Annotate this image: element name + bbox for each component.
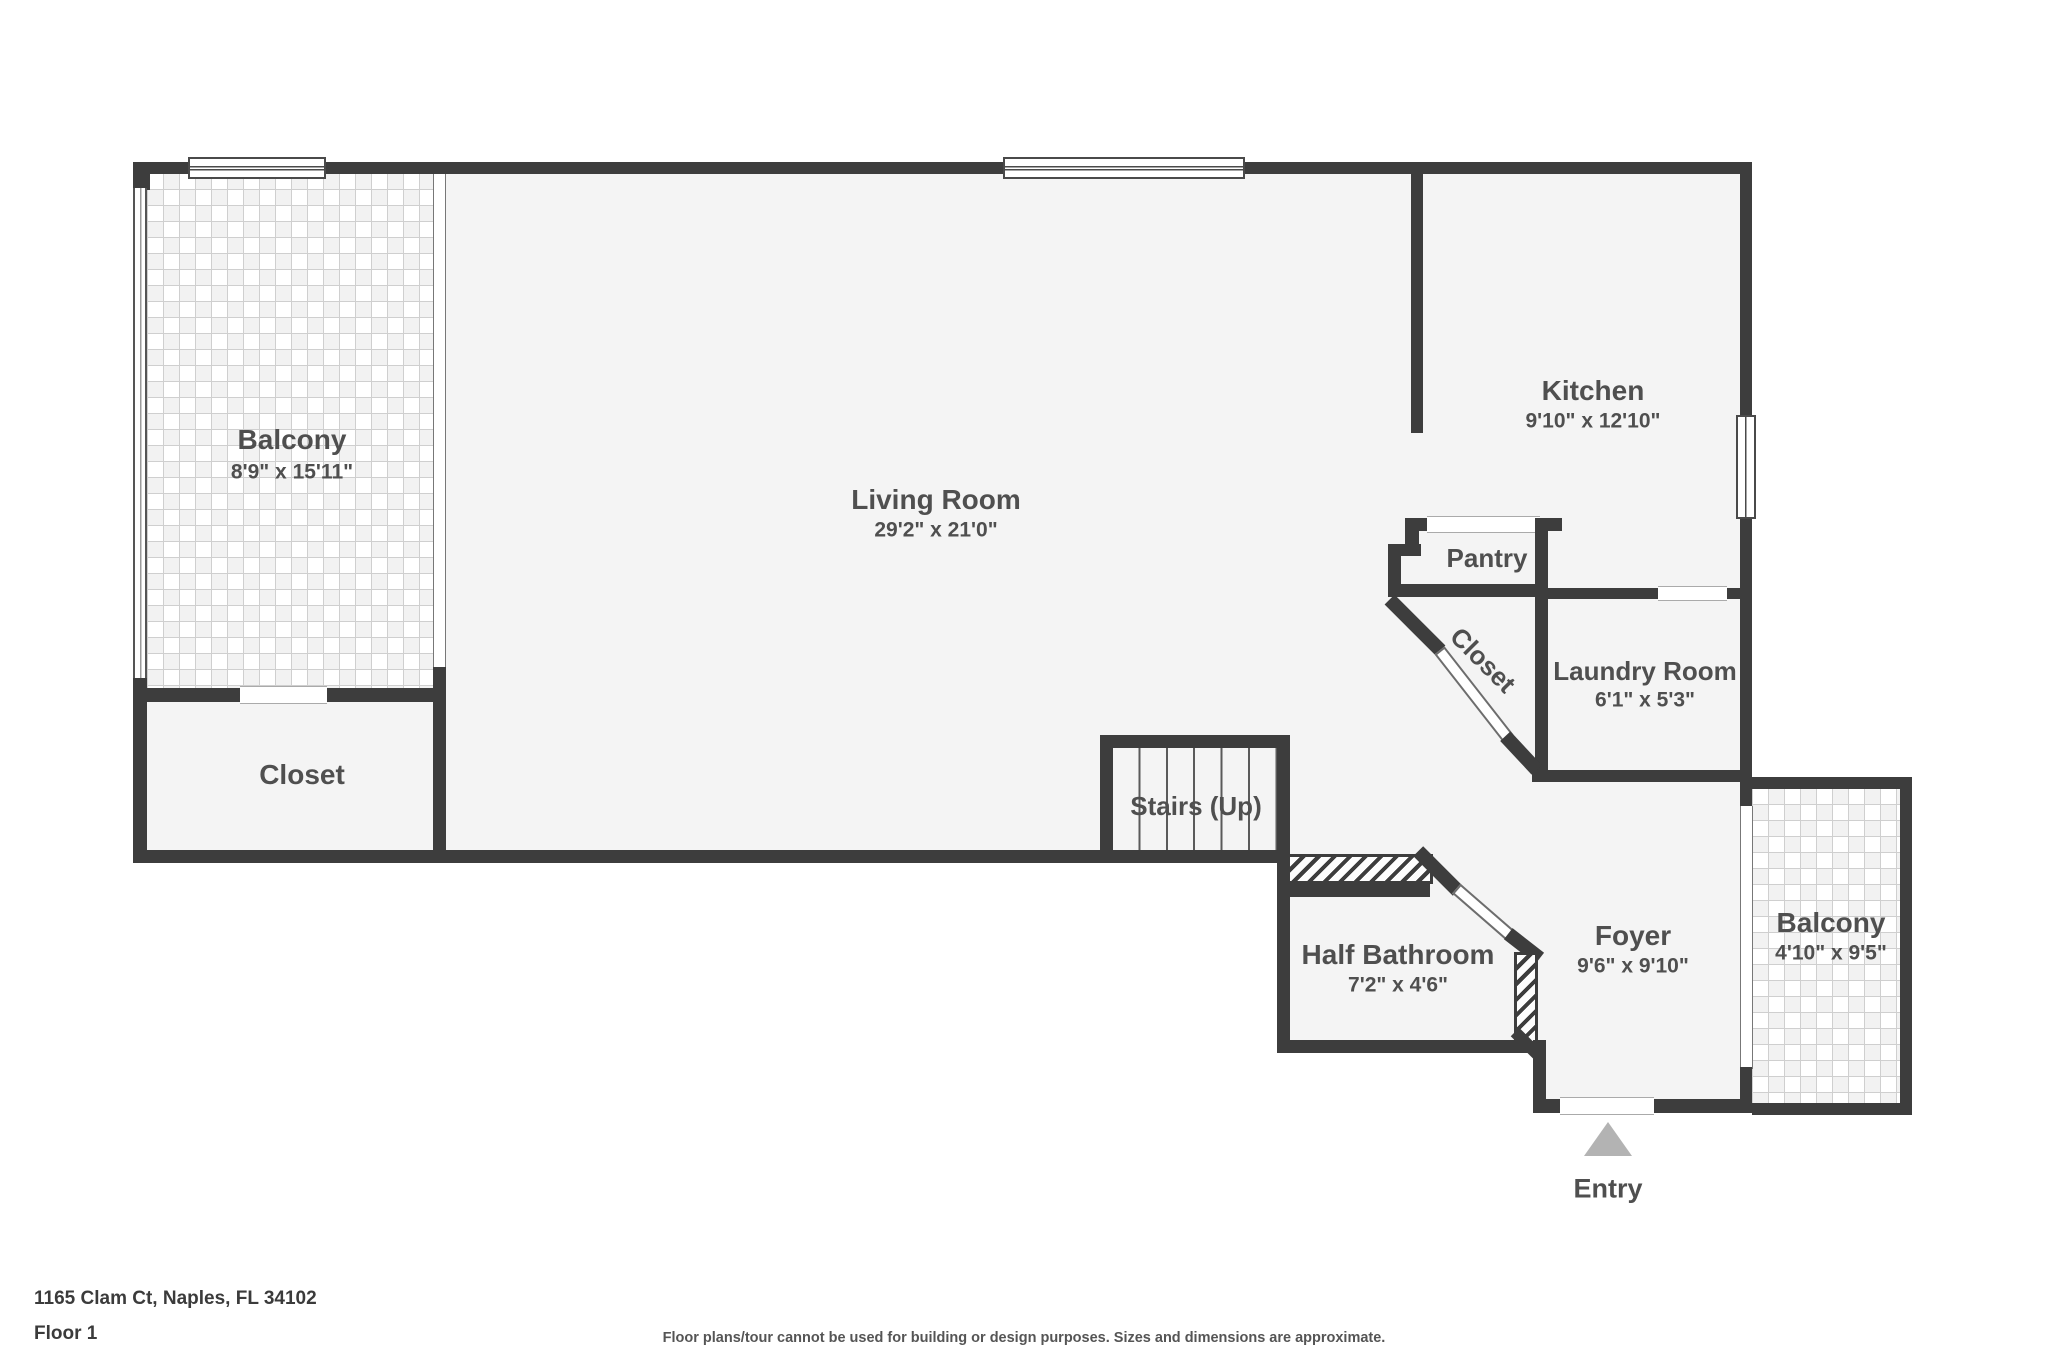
balcony-left-railing-window — [133, 188, 147, 682]
understairs-hatch-wall — [1287, 854, 1433, 884]
window-balcony-top — [188, 157, 326, 179]
laundry-door-opening — [1658, 586, 1727, 601]
wall-foyer-right-upper — [1740, 782, 1752, 810]
balcony-right-label: Balcony — [1776, 907, 1886, 938]
kitchen-dims: 9'10" x 12'10" — [1525, 409, 1661, 433]
living-room-label: Living Room — [851, 484, 1021, 515]
balcony-right-deck — [1752, 789, 1900, 1103]
wall-bathroom-top — [1277, 884, 1430, 897]
foyer-label: Foyer — [1594, 920, 1672, 951]
wall-top — [133, 162, 1752, 174]
wall-left-lower — [133, 678, 147, 863]
wall-balcony-right-bottom — [1752, 1103, 1912, 1115]
laundry-label: Laundry Room — [1553, 656, 1737, 686]
wall-right-mid — [1740, 517, 1752, 782]
floor-label: Floor 1 — [34, 1323, 98, 1344]
laundry-dims: 6'1" x 5'3" — [1595, 688, 1695, 712]
pantry-window-opening — [1427, 516, 1540, 533]
wall-foyer-right-lower — [1740, 1067, 1752, 1113]
wall-stairs-left — [1100, 735, 1113, 850]
closet-left-door-opening — [240, 686, 327, 704]
balcony-left-deck — [147, 174, 433, 688]
foyer-dims: 9'6" x 9'10" — [1577, 954, 1689, 978]
entry-door-opening — [1560, 1097, 1654, 1115]
half-bathroom-dims: 7'2" x 4'6" — [1348, 973, 1448, 997]
balcony-right-dims: 4'10" x 9'5" — [1775, 941, 1887, 965]
wall-bottom-main — [133, 850, 1290, 863]
half-bathroom-label: Half Bathroom — [1301, 939, 1495, 970]
wall-right-upper — [1740, 162, 1752, 418]
balcony-left-sliding-door — [433, 174, 446, 669]
wall-pantry-bottom — [1388, 584, 1548, 597]
wall-bathroom-left — [1277, 863, 1290, 1053]
wall-balcony-right-right — [1900, 777, 1912, 1115]
wall-laundry-top — [1548, 588, 1740, 599]
window-kitchen-right — [1736, 415, 1756, 519]
wall-pantry-left-upper — [1405, 518, 1419, 548]
wall-balcony-right-top — [1752, 777, 1912, 789]
balcony-right-sliding-door — [1740, 806, 1753, 1069]
balcony-left-dims: 8'9" x 15'11" — [230, 460, 354, 484]
window-living-top — [1003, 157, 1245, 179]
living-room-dims: 29'2" x 21'0" — [874, 518, 998, 542]
entry-arrow — [1584, 1122, 1632, 1156]
wall-pantry-laundry-left — [1535, 518, 1548, 782]
pantry-label: Pantry — [1446, 543, 1528, 573]
wall-stairs-top — [1100, 735, 1290, 748]
property-address: 1165 Clam Ct, Naples, FL 34102 — [34, 1288, 317, 1309]
closet-left-label: Closet — [259, 759, 345, 790]
wall-stairs-right — [1277, 735, 1290, 863]
stairs-treads — [1113, 748, 1277, 850]
foyer-floor — [1533, 770, 1752, 1113]
disclaimer-text: Floor plans/tour cannot be used for buil… — [662, 1330, 1386, 1346]
kitchen-label: Kitchen — [1541, 375, 1645, 406]
entry-label: Entry — [1573, 1173, 1643, 1204]
stairs-label: Stairs (Up) — [1130, 791, 1262, 821]
wall-laundry-bottom — [1532, 770, 1752, 782]
wall-bathroom-bottom — [1277, 1040, 1546, 1053]
balcony-left-label: Balcony — [237, 424, 347, 455]
wall-foyer-left — [1533, 1040, 1546, 1113]
wall-balcony-right-lower — [433, 667, 446, 863]
wall-kitchen-divider — [1411, 162, 1423, 433]
wall-corner-topleft — [133, 162, 150, 190]
